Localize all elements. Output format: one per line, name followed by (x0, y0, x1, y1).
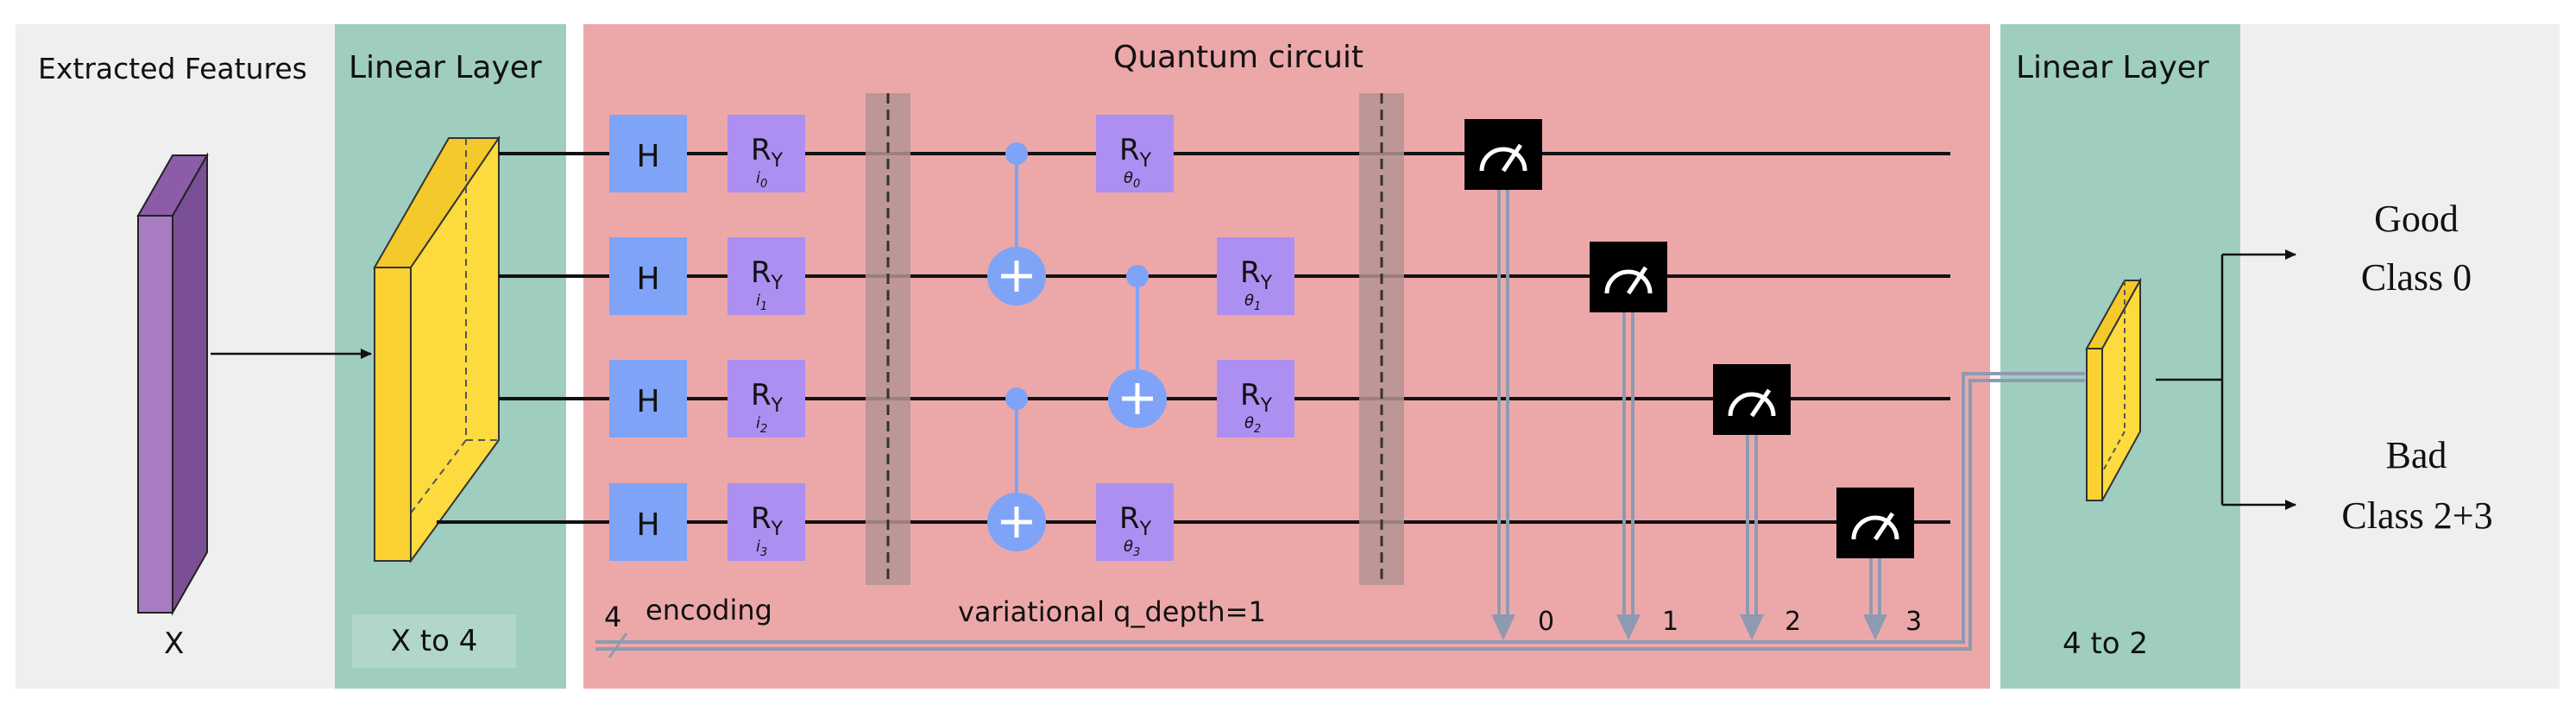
classical-bit-1: 1 (1662, 607, 1678, 637)
svg-text:RY: RY (1240, 255, 1273, 294)
hadamard-gate-q1: H (609, 237, 687, 315)
encoding-ry-gate-q1: RY i1 (727, 237, 805, 315)
classical-bit-3: 3 (1905, 607, 1922, 637)
svg-text:RY: RY (751, 378, 784, 417)
linear-layer-1-caption: X to 4 (390, 624, 478, 658)
output-panel (2240, 24, 2560, 689)
measure-gate-q1 (1590, 242, 1667, 312)
linear-layer-2-slab (2085, 277, 2142, 501)
variational-ry-gate-q0: RY θ0 (1096, 115, 1174, 192)
measure-gate-q0 (1464, 119, 1542, 190)
variational-ry-gates: RY θ0 RY θ1 RY θ2 RY θ3 (1096, 115, 1294, 561)
svg-text:θ1: θ1 (1244, 292, 1261, 313)
encoding-ry-gates: RY i0 RY i1 RY i2 RY i3 (727, 115, 805, 561)
qubit-wires (437, 152, 1950, 524)
measurement-arrowheads (1491, 614, 1887, 640)
cnot-targets (987, 247, 1167, 551)
measurement-lines (1497, 188, 1881, 618)
svg-text:i3: i3 (756, 538, 767, 559)
linear-layer-1-slab (373, 135, 501, 564)
svg-text:RY: RY (1119, 501, 1152, 540)
svg-text:RY: RY (751, 133, 784, 172)
svg-text:θ2: θ2 (1244, 414, 1261, 436)
hadamard-gates: H H H H (609, 115, 687, 561)
output-good-line1: Good (2374, 198, 2459, 240)
encoding-label: encoding (646, 594, 772, 626)
svg-text:RY: RY (1119, 133, 1152, 172)
features-variable-x: X (164, 626, 185, 661)
classical-bit-0: 0 (1538, 607, 1554, 637)
classical-register (595, 372, 2085, 658)
svg-text:θ0: θ0 (1124, 169, 1140, 191)
svg-text:i1: i1 (756, 292, 767, 313)
hadamard-gate-q3: H (609, 483, 687, 561)
linear-layer-1-caption-box: X to 4 (352, 614, 516, 668)
hadamard-gate-q0: H (609, 115, 687, 192)
svg-text:H: H (636, 261, 659, 297)
variational-ry-gate-q2: RY θ2 (1217, 360, 1294, 437)
hadamard-gate-q2: H (609, 360, 687, 437)
output-bad-line1: Bad (2385, 434, 2447, 476)
feature-vector-slab (136, 152, 209, 616)
svg-text:RY: RY (751, 501, 784, 540)
variational-ry-gate-q3: RY θ3 (1096, 483, 1174, 561)
encoding-ry-gate-q0: RY i0 (727, 115, 805, 192)
classical-bit-2: 2 (1785, 607, 1801, 637)
svg-text:H: H (636, 507, 659, 543)
variational-label: variational q_depth=1 (958, 595, 1266, 628)
measurement-gates (1464, 119, 1914, 558)
circuit-title: Quantum circuit (1113, 40, 1364, 75)
encoding-ry-gate-q3: RY i3 (727, 483, 805, 561)
svg-text:H: H (636, 139, 659, 174)
svg-text:i0: i0 (756, 169, 767, 191)
output-bad-line2: Class 2+3 (2341, 494, 2493, 537)
svg-text:RY: RY (751, 255, 784, 294)
variational-ry-gate-q1: RY θ1 (1217, 237, 1294, 315)
output-arrows (2156, 249, 2296, 510)
measure-gate-q3 (1836, 488, 1914, 558)
cnot-controls (1005, 142, 1149, 410)
linear-layer-2-caption: 4 to 2 (2063, 626, 2149, 661)
cnot-connectors (1015, 154, 1139, 522)
features-title: Extracted Features (38, 52, 307, 85)
measure-gate-q2 (1713, 364, 1791, 435)
encoding-ry-gate-q2: RY i2 (727, 360, 805, 437)
register-size-label: 4 (604, 601, 621, 633)
linear-layer-2-title: Linear Layer (2016, 50, 2209, 85)
svg-text:RY: RY (1240, 378, 1273, 417)
linear-layer-1-title: Linear Layer (349, 50, 542, 85)
svg-text:θ3: θ3 (1124, 538, 1140, 559)
barriers (866, 93, 1404, 585)
svg-text:i2: i2 (756, 414, 767, 436)
output-good-line2: Class 0 (2360, 256, 2472, 299)
svg-text:H: H (636, 384, 659, 419)
